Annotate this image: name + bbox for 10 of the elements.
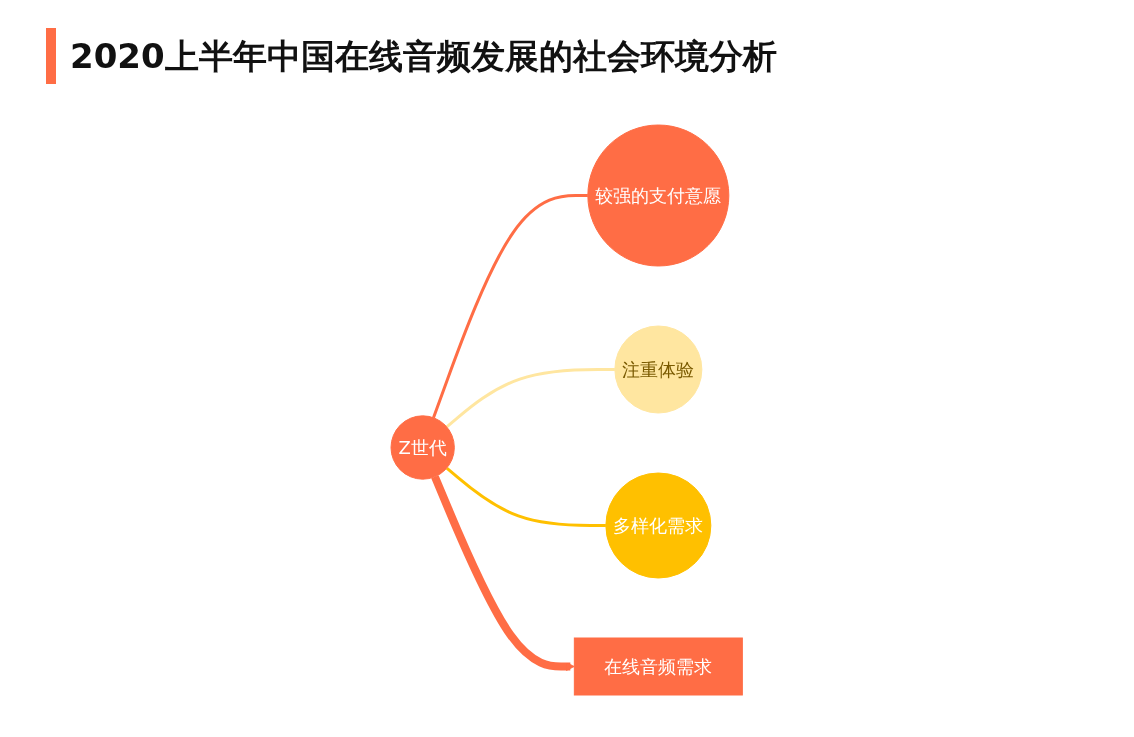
connector [446,466,607,527]
node-box: 在线音频需求 [574,637,744,696]
connector [446,368,616,429]
title: 2020上半年中国在线音频发展的社会环境分析 [46,28,777,84]
node-circle: 多样化需求 [605,472,712,579]
node-circle: 注重体验 [614,325,703,414]
arrow [431,475,576,671]
node-circle: 较强的支付意愿 [587,124,730,267]
connector [432,194,589,419]
node-circle: Z世代 [390,415,456,480]
